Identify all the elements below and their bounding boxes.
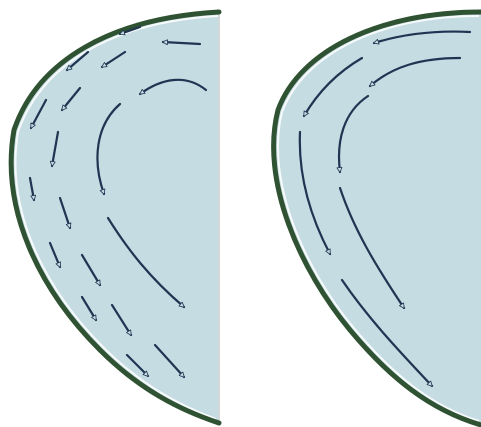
right-panel xyxy=(274,12,481,425)
left-panel xyxy=(11,12,219,423)
